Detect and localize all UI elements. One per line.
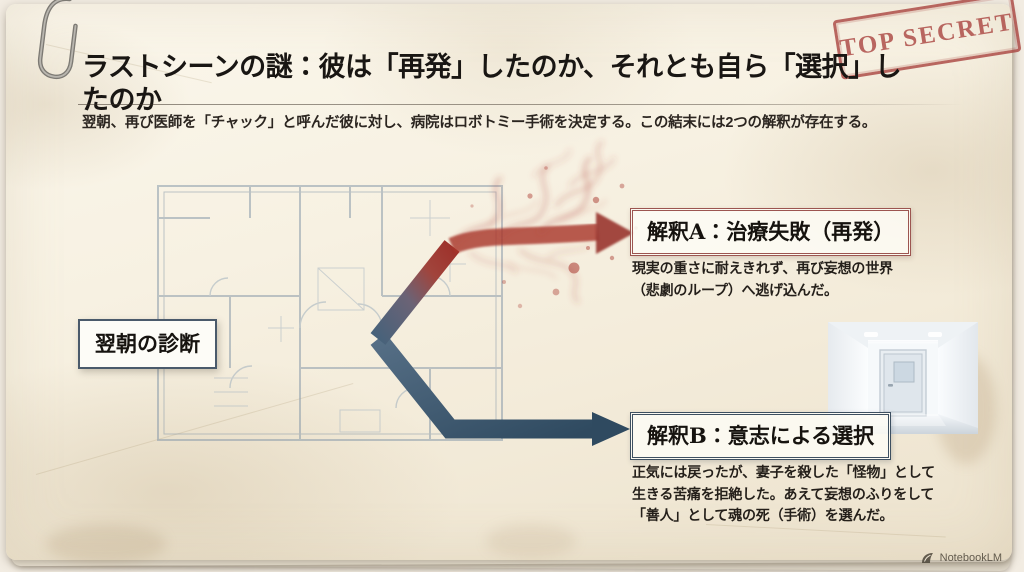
paper-stain: [46, 524, 166, 564]
watermark-label: NotebookLM: [939, 552, 1002, 564]
paperclip-icon: [37, 0, 78, 80]
blueprint-floor-plan-icon: [157, 185, 503, 441]
branch-b-line-1: 正気には戻ったが、妻子を殺した「怪物」として: [632, 464, 935, 480]
branch-b-line-2: 生きる苦痛を拒絶した。あえて妄想のふりをして: [632, 485, 935, 502]
branch-a-heading: 解釈A：治療失敗（再発）: [630, 208, 912, 256]
page-title: ラストシーンの謎：彼は「再発」したのか、それとも自ら「選択」したのか: [82, 52, 902, 116]
branch-b-line-3: 「善人」として魂の死（手術）を選んだ。: [632, 507, 894, 524]
branch-a-body: 現実の重さに耐えきれず、再び妄想の世界 （悲劇のループ）へ逃げ込んだ。: [632, 258, 982, 301]
page-subtitle: 翌朝、再び医師を「チャック」と呼んだ彼に対し、病院はロボトミー手術を決定する。こ…: [82, 115, 877, 131]
branch-b-body: 正気には戻ったが、妻子を殺した「怪物」として 生きる苦痛を拒絶した。あえて妄想の…: [632, 462, 982, 527]
notebooklm-logo-icon: [921, 553, 933, 563]
branch-b-heading: 解釈B：意志による選択: [630, 412, 892, 460]
title-divider: [78, 104, 964, 105]
paper-stain: [486, 524, 576, 558]
paper-sheet-main: [6, 4, 1012, 564]
branch-a-line-2: （悲劇のループ）へ逃げ込んだ。: [632, 281, 838, 298]
root-node-label: 翌朝の診断: [78, 319, 217, 369]
notebooklm-watermark: NotebookLM: [921, 552, 1002, 564]
branch-a-line-1: 現実の重さに耐えきれず、再び妄想の世界: [632, 260, 893, 276]
